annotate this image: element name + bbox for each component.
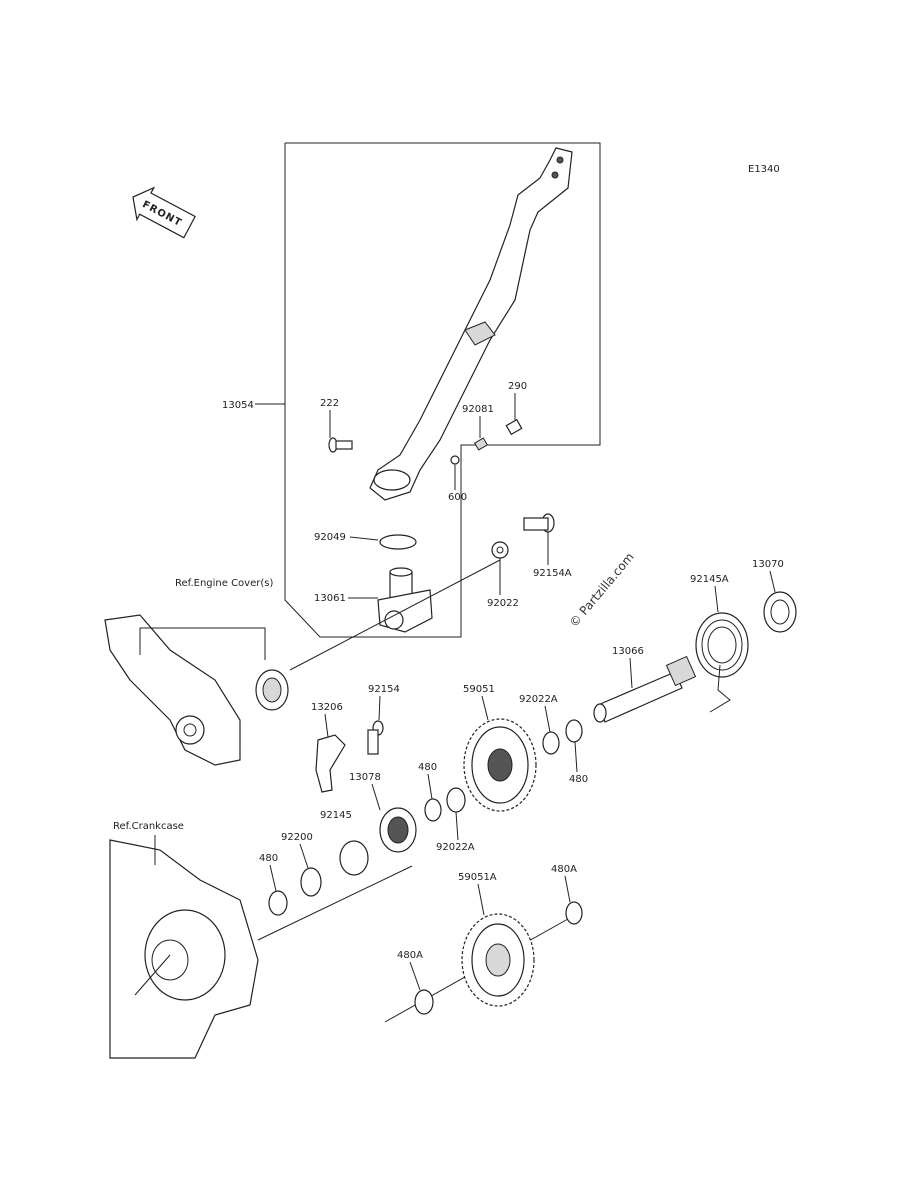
label-13054: 13054 <box>222 400 254 411</box>
label-92145: 92145 <box>320 810 352 821</box>
gear-59051A <box>461 913 535 1007</box>
circlip-480-right <box>565 719 583 743</box>
washer-92200 <box>300 867 322 897</box>
ref-engine-cover-label: Ref.Engine Cover(s) <box>175 578 273 589</box>
bolt-222 <box>328 437 353 453</box>
label-13061: 13061 <box>314 593 346 604</box>
screw-290 <box>505 418 523 436</box>
label-600: 600 <box>448 492 467 503</box>
gear-59051 <box>463 718 537 812</box>
label-480-right: 480 <box>569 774 588 785</box>
spacer-92145 <box>339 840 369 876</box>
kick-pedal-lever <box>369 147 573 501</box>
label-92154A: 92154A <box>533 568 572 579</box>
circlip-480-mid <box>424 798 442 822</box>
ring-92022A-bottom <box>446 787 466 813</box>
label-480A-left: 480A <box>397 950 423 961</box>
watermark: © Partzilla.com <box>567 550 637 630</box>
label-13078: 13078 <box>349 772 381 783</box>
label-92200: 92200 <box>281 832 313 843</box>
ball-600 <box>450 455 460 465</box>
ratchet-13078 <box>379 807 417 853</box>
part-labels: 13054 222 290 92081 600 92049 13061 9202… <box>222 381 784 991</box>
label-59051A: 59051A <box>458 872 497 883</box>
circlip-480A-right <box>565 901 583 925</box>
ring-92022A-top <box>542 731 560 755</box>
circlip-480-left <box>268 890 288 916</box>
washer-92022 <box>491 541 509 559</box>
label-92022A-bottom: 92022A <box>436 842 475 853</box>
washer-92049 <box>379 534 417 550</box>
crankcase-ref <box>109 839 259 1059</box>
label-92145A: 92145A <box>690 574 729 585</box>
circlip-480A-left <box>414 989 434 1015</box>
collar-13070 <box>763 591 797 633</box>
holder-13061 <box>377 567 433 633</box>
label-92081: 92081 <box>462 404 494 415</box>
label-92022: 92022 <box>487 598 519 609</box>
label-92022A-top: 92022A <box>519 694 558 705</box>
ref-crankcase-label: Ref.Crankcase <box>113 821 184 832</box>
label-222: 222 <box>320 398 339 409</box>
label-13066: 13066 <box>612 646 644 657</box>
label-59051: 59051 <box>463 684 495 695</box>
bolt-92154A <box>523 513 555 533</box>
bracket-13206 <box>315 734 346 793</box>
engine-cover-ref <box>104 614 289 766</box>
diagram-code: E1340 <box>748 164 780 175</box>
label-13206: 13206 <box>311 702 343 713</box>
bolt-92154 <box>367 720 384 755</box>
spring-92145A <box>695 612 749 713</box>
label-480-left: 480 <box>259 853 278 864</box>
label-480A-right: 480A <box>551 864 577 875</box>
label-92049: 92049 <box>314 532 346 543</box>
label-92154: 92154 <box>368 684 400 695</box>
shaft-13066 <box>593 655 697 723</box>
group-frame <box>284 142 601 638</box>
label-290: 290 <box>508 381 527 392</box>
label-480-mid: 480 <box>418 762 437 773</box>
front-arrow-icon: FRONT <box>132 186 196 239</box>
spring-92081 <box>473 437 489 451</box>
label-13070: 13070 <box>752 559 784 570</box>
